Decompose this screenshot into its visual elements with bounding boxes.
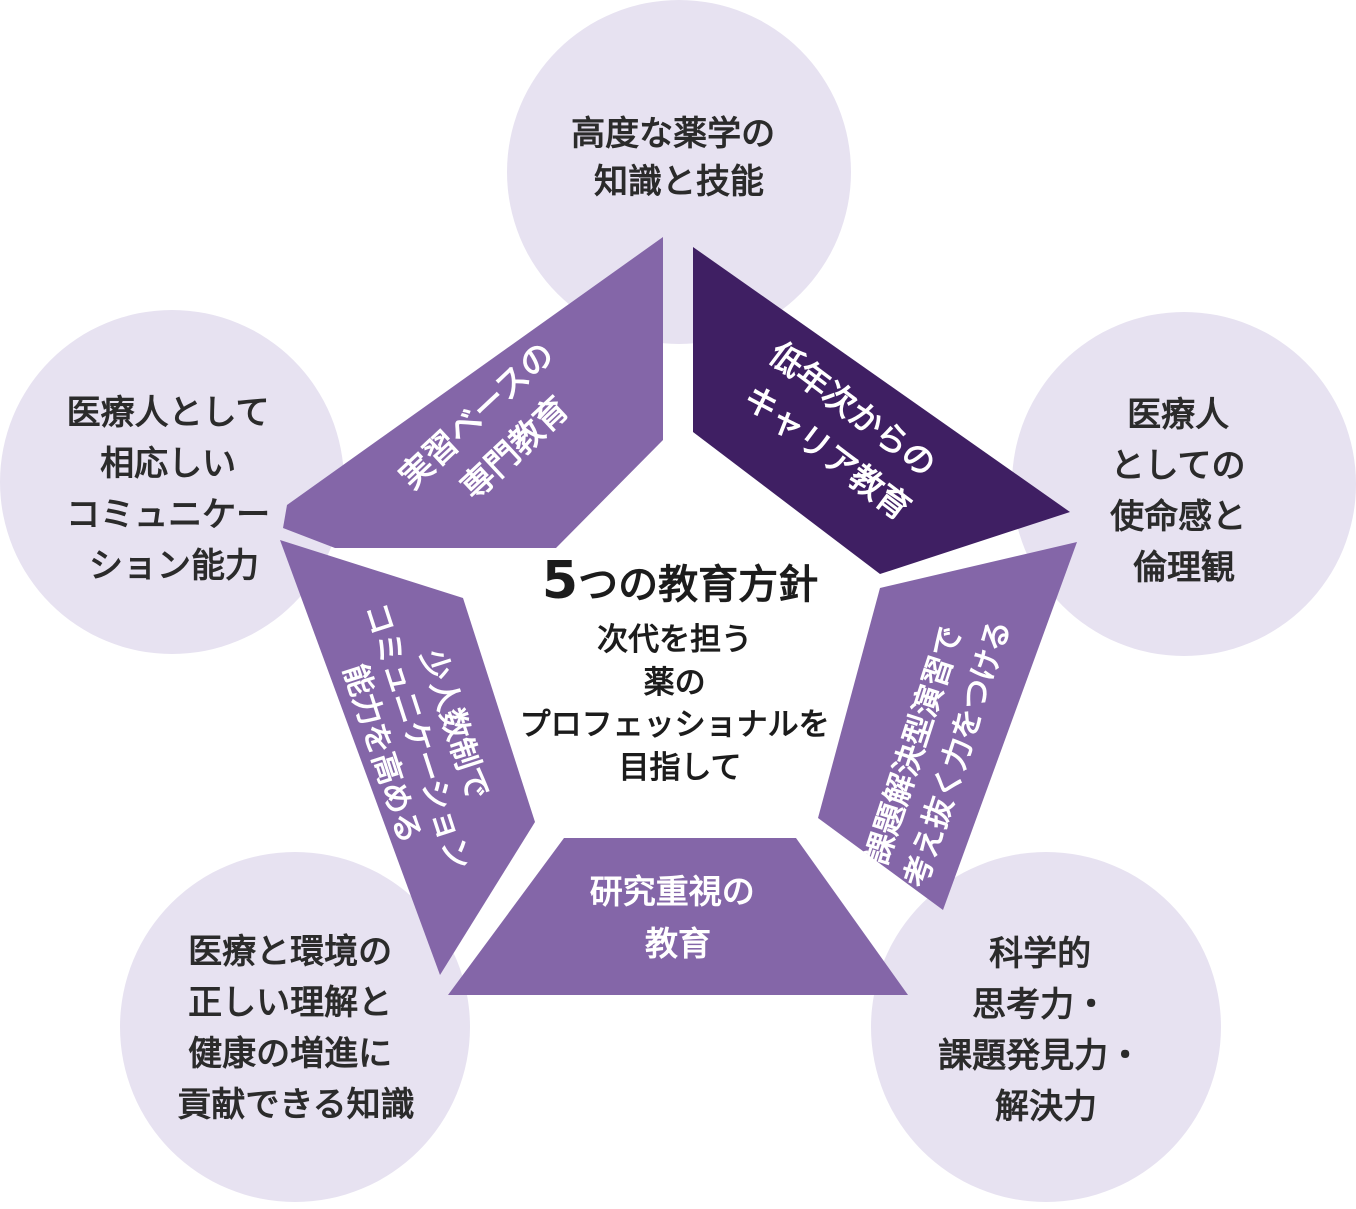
circle-right-line-2: としての [1111,446,1246,486]
center-subtitle-line-1: 次代を担う [597,622,752,658]
pentagon-segments [280,237,1077,995]
circle-left-line-4: ション能力 [89,546,259,586]
center-subtitle: 次代を担う 薬の プロフェッショナルを 目指して [520,622,841,786]
circle-bottom-left-line-2: 正しい理解と [188,983,392,1023]
segment-top-left [283,237,663,548]
center-title-text: つの教育方針 [578,562,818,608]
circle-top [507,0,851,344]
circle-bottom-left [120,852,470,1202]
segment-top-right [693,247,1070,574]
segment-right [818,542,1077,910]
circle-bottom-right-text: 科学的 思考力・ 課題発見力・ 解決力 [938,934,1154,1127]
circle-bottom-left-line-4: 貢献できる知識 [177,1085,414,1125]
center-text: 5つの教育方針 次代を担う 薬の プロフェッショナルを 目指して [520,551,841,786]
circle-bottom-right-line-4: 解決力 [995,1087,1097,1127]
circle-left-line-2: 相応しい [100,444,236,484]
circle-left-line-3: コミュニケー [66,495,270,535]
circle-bottom-right [871,852,1221,1202]
circle-bottom-right-line-1: 科学的 [989,934,1091,974]
center-subtitle-line-2: 薬の [644,665,706,701]
center-subtitle-line-3: プロフェッショナルを [520,707,830,743]
circle-right-line-1: 医療人 [1127,395,1229,435]
segment-bottom-text: 研究重視の 教育 [590,872,767,963]
center-title-number: 5 [542,551,578,611]
circle-right-text: 医療人 としての 使命感と 倫理観 [1109,395,1258,588]
segment-left [280,540,535,975]
circle-top-text: 高度な薬学の 知識と技能 [571,114,787,202]
circle-left [0,310,344,654]
circle-right-line-3: 使命感と [1109,497,1246,537]
segment-bottom-line-1: 研究重視の [590,872,755,911]
circle-bottom-right-line-3: 課題発見力・ [938,1036,1142,1076]
circle-left-text: 医療人として 相応しい コミュニケー ション能力 [66,393,282,586]
segment-bottom-line-2: 教育 [645,924,711,963]
circle-right-line-4: 倫理観 [1133,548,1235,588]
circle-bottom-left-line-1: 医療と環境の [188,932,392,972]
circle-bottom-right-line-2: 思考力・ [972,985,1108,1025]
circle-texts: 高度な薬学の 知識と技能 医療人として 相応しい コミュニケー ション能力 医療… [66,114,1258,1127]
center-title: 5つの教育方針 [542,551,818,611]
circle-bottom-left-line-3: 健康の増進に [188,1034,392,1074]
circle-top-line-2: 知識と技能 [594,162,764,202]
circle-bottom-left-text: 医療と環境の 正しい理解と 健康の増進に 貢献できる知識 [177,932,414,1125]
circle-top-line-1: 高度な薬学の [571,114,775,154]
circle-left-line-1: 医療人として [67,393,270,433]
center-subtitle-line-4: 目指して [618,750,741,786]
circle-right [1012,312,1356,656]
segment-bottom [448,838,908,995]
